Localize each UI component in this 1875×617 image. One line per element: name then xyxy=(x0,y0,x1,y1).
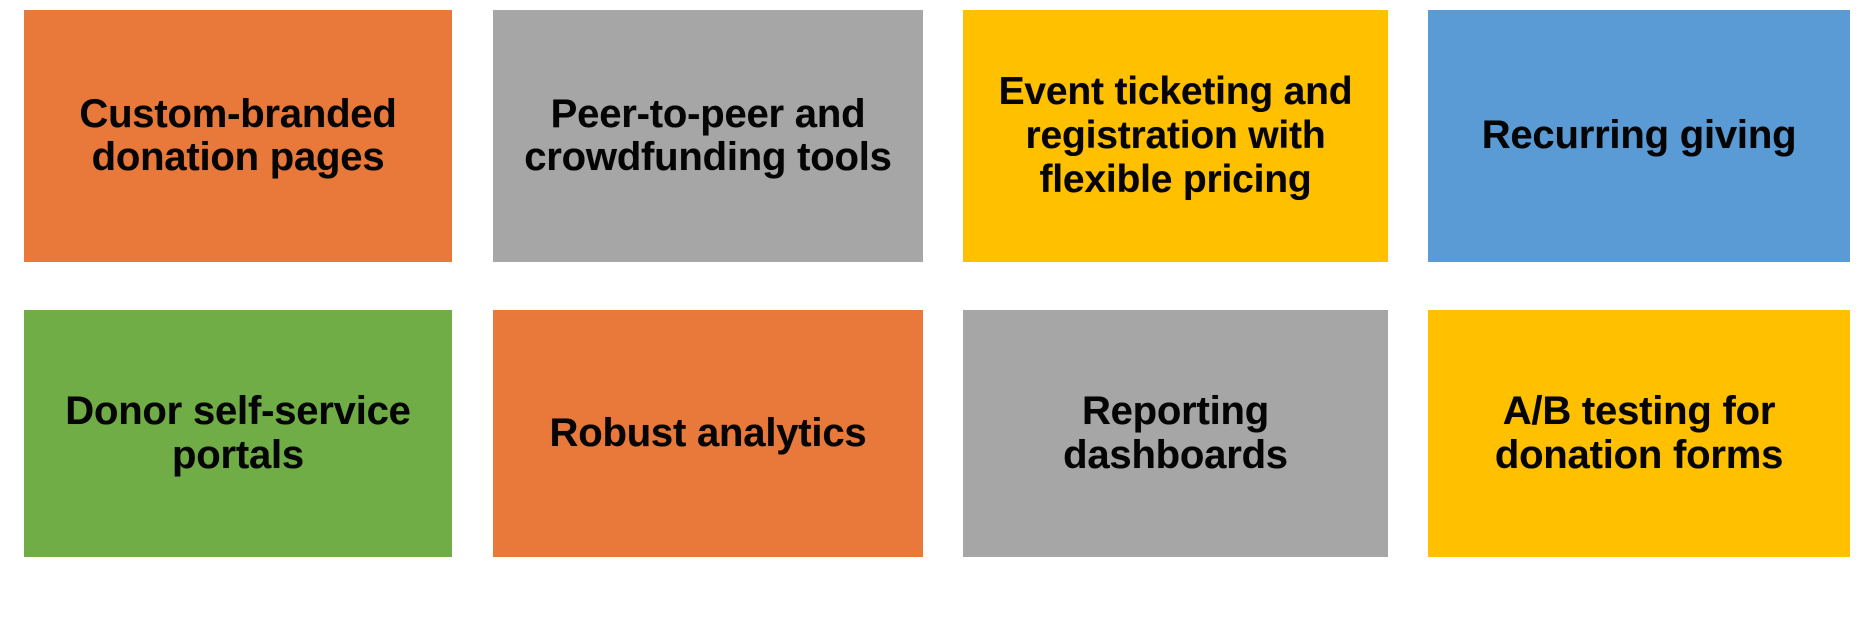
feature-card-label: Peer-to-peer and crowdfunding tools xyxy=(524,91,892,179)
feature-card-label: Custom-branded donation pages xyxy=(79,91,397,179)
feature-card-label: Donor self-service portals xyxy=(65,389,411,477)
feature-card-reporting-dashboards[interactable]: Reporting dashboards xyxy=(963,310,1388,557)
feature-card-label: Event ticketing and registration with fl… xyxy=(998,70,1353,201)
feature-card-label: Reporting dashboards xyxy=(1063,389,1288,477)
feature-card-recurring-giving[interactable]: Recurring giving xyxy=(1428,10,1850,262)
feature-card-label: Recurring giving xyxy=(1481,113,1797,158)
feature-card-donor-self-service-portals[interactable]: Donor self-service portals xyxy=(24,310,452,557)
feature-card-event-ticketing-and-registration[interactable]: Event ticketing and registration with fl… xyxy=(963,10,1388,262)
feature-card-label: A/B testing for donation forms xyxy=(1494,389,1784,477)
feature-card-ab-testing-for-donation-forms[interactable]: A/B testing for donation forms xyxy=(1428,310,1850,557)
feature-card-custom-branded-donation-pages[interactable]: Custom-branded donation pages xyxy=(24,10,452,262)
feature-card-peer-to-peer-and-crowdfunding-tools[interactable]: Peer-to-peer and crowdfunding tools xyxy=(493,10,923,262)
feature-card-label: Robust analytics xyxy=(549,410,867,455)
feature-card-robust-analytics[interactable]: Robust analytics xyxy=(493,310,923,557)
